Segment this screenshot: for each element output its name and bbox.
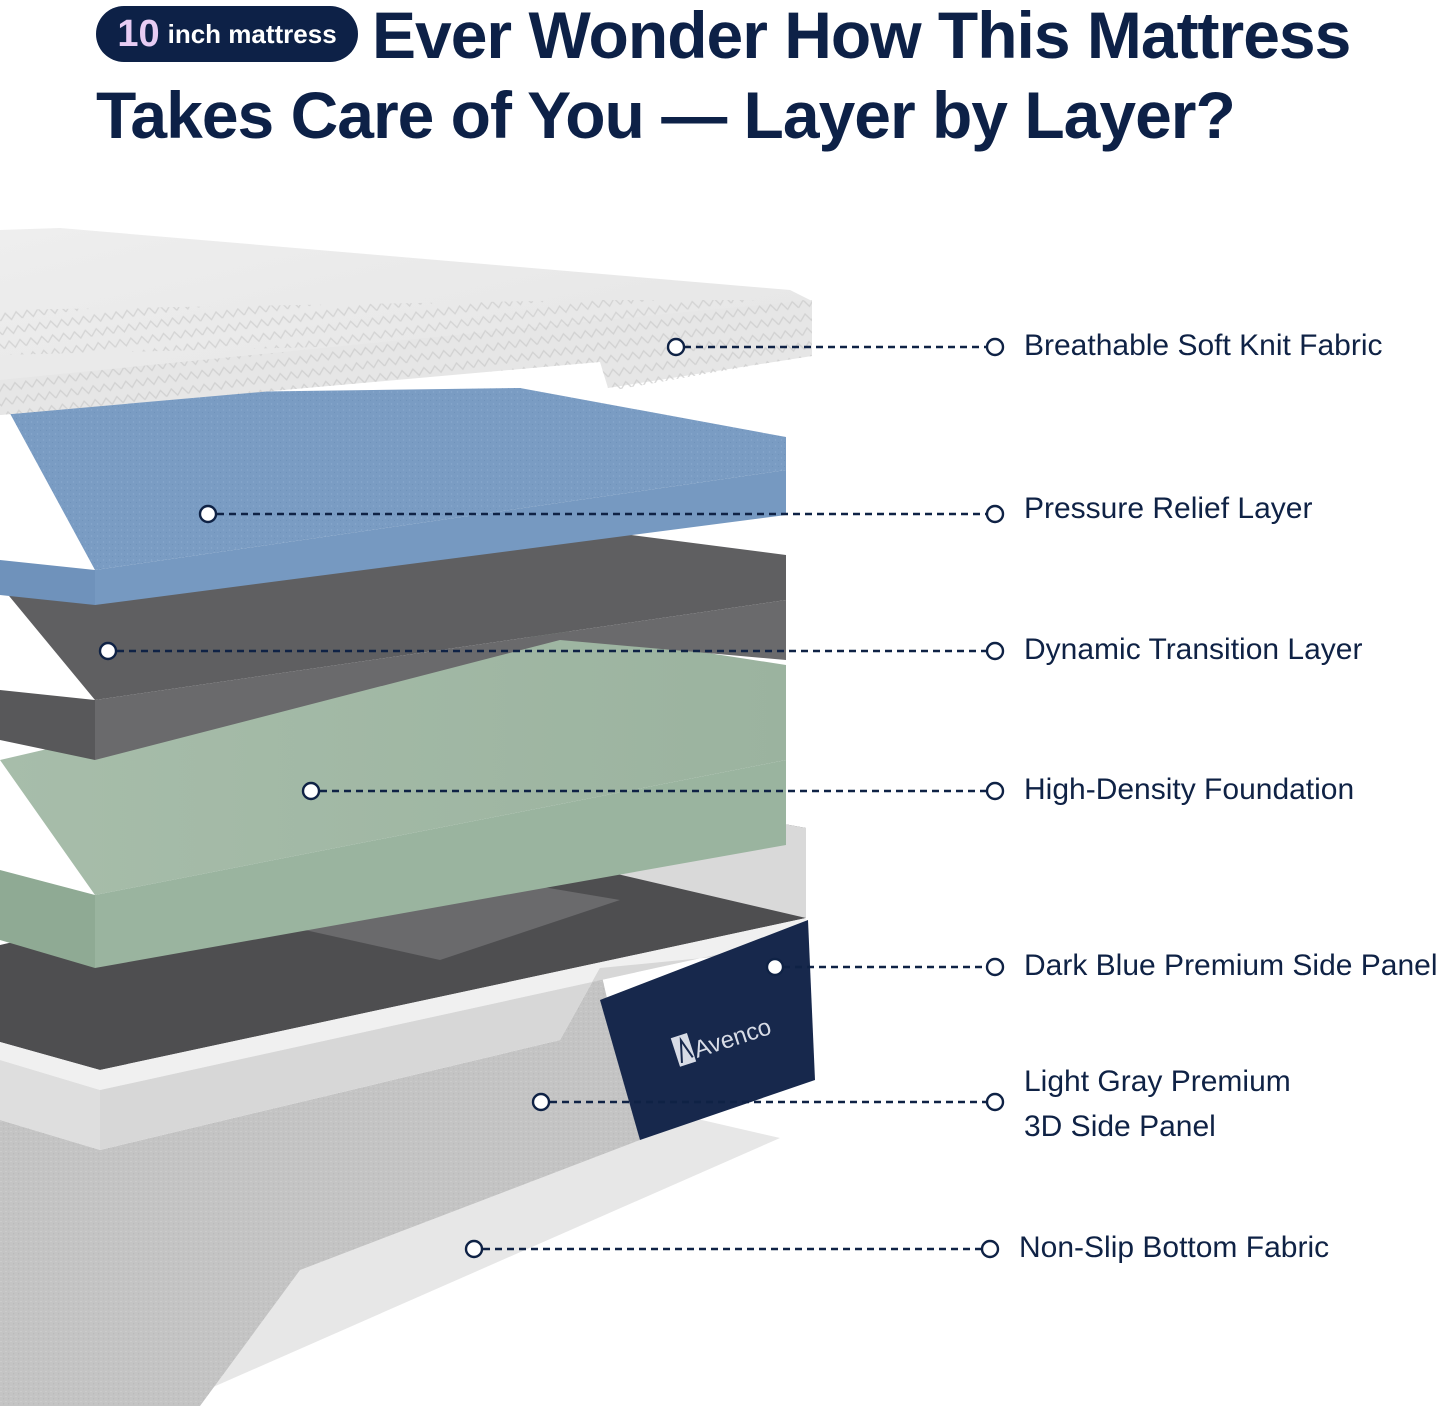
callout-lines (98, 337, 1005, 1259)
label-foundation: High-Density Foundation (1024, 773, 1355, 806)
label-bottom-fabric: Non-Slip Bottom Fabric (1019, 1231, 1330, 1264)
callout-foundation (301, 781, 1005, 801)
callout-light-gray-panel (531, 1092, 1005, 1112)
headline-line-1: Ever Wonder How This Mattress (372, 0, 1351, 72)
label-pressure-relief: Pressure Relief Layer (1024, 492, 1313, 525)
label-light-gray-panel-line2: 3D Side Panel (1024, 1110, 1216, 1143)
high-density-foundation-layer (0, 630, 786, 968)
badge-number: 10 (117, 12, 160, 55)
dark-blue-side-panel: Avenco (600, 920, 815, 1140)
callout-pressure-relief (198, 504, 1005, 524)
breathable-knit-cover-layer (0, 228, 812, 415)
pressure-relief-layer (0, 388, 786, 605)
callout-transition (98, 641, 1005, 661)
callout-bottom-fabric (464, 1239, 1000, 1259)
label-knit-fabric: Breathable Soft Knit Fabric (1024, 329, 1383, 362)
headline-line-2: Takes Care of You — Layer by Layer? (96, 78, 1236, 152)
page-header: 10 inch mattress Ever Wonder How This Ma… (0, 0, 1447, 170)
label-light-gray-panel-line1: Light Gray Premium (1024, 1065, 1291, 1098)
badge-unit: inch mattress (167, 18, 337, 49)
label-transition: Dynamic Transition Layer (1024, 633, 1363, 666)
callout-dark-blue-panel (765, 957, 1005, 977)
mattress-size-badge: 10 inch mattress (96, 6, 358, 62)
label-dark-blue-panel: Dark Blue Premium Side Panel (1024, 949, 1438, 982)
callout-knit-fabric (666, 337, 1005, 357)
